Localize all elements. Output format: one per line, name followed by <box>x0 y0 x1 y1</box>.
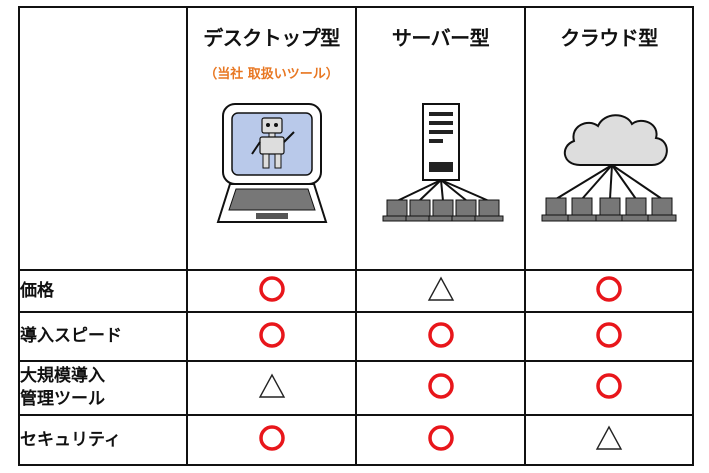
column-title: デスクトップ型 <box>203 26 340 50</box>
triangle-shape <box>258 373 285 398</box>
desktop-computer-robot-icon <box>216 103 328 223</box>
rating-mark: ○ <box>425 319 457 351</box>
triangle-shape <box>427 276 454 301</box>
circle-shape <box>596 321 622 348</box>
server-network-icon <box>382 103 504 222</box>
rating-mark: ○ <box>425 422 457 454</box>
table-row: 大規模導入 管理ツール △ ○ ○ <box>18 360 694 416</box>
circle-mark: ○ <box>596 276 622 302</box>
header-cloud: クラウド型 <box>524 6 694 271</box>
circle-shape <box>596 276 622 302</box>
row-label: 大規模導入 管理ツール <box>18 360 188 416</box>
rating-cell: ○ <box>524 269 694 313</box>
column-title: クラウド型 <box>560 26 658 50</box>
row-label: 価格 <box>18 269 188 313</box>
triangle-shape <box>595 425 623 450</box>
rating-mark: △ <box>593 422 625 454</box>
triangle-mark: △ <box>595 425 623 450</box>
rating-cell: ○ <box>186 269 357 313</box>
rating-mark: ○ <box>593 370 625 402</box>
rating-cell: ○ <box>355 360 526 416</box>
circle-mark: ○ <box>258 321 285 348</box>
rating-cell: ○ <box>186 414 357 466</box>
circle-shape <box>258 425 285 451</box>
circle-mark: ○ <box>258 276 285 302</box>
rating-cell: ○ <box>524 311 694 362</box>
rating-mark: ○ <box>593 319 625 351</box>
comparison-table: デスクトップ型 （当社 取扱いツール） サーバー型 <box>18 6 694 466</box>
cloud-network-icon <box>541 114 677 222</box>
circle-shape <box>258 321 285 348</box>
client-pcs <box>382 199 504 222</box>
row-label: セキュリティ <box>18 414 188 466</box>
rating-cell: △ <box>524 414 694 466</box>
rating-cell: ○ <box>355 414 526 466</box>
rating-mark: ○ <box>593 273 625 305</box>
header-row: デスクトップ型 （当社 取扱いツール） サーバー型 <box>18 6 694 271</box>
circle-shape <box>258 276 285 302</box>
rating-mark: △ <box>256 370 288 402</box>
rating-mark: ○ <box>425 370 457 402</box>
rating-cell: △ <box>355 269 526 313</box>
column-note: （当社 取扱いツール） <box>204 67 339 82</box>
column-title: サーバー型 <box>391 26 490 50</box>
header-desktop: デスクトップ型 （当社 取扱いツール） <box>186 6 357 271</box>
circle-mark: ○ <box>427 373 454 399</box>
rating-cell: △ <box>186 360 357 416</box>
circle-mark: ○ <box>427 425 454 451</box>
rating-mark: ○ <box>256 273 288 305</box>
circle-shape <box>427 321 454 348</box>
row-label: 導入スピード <box>18 311 188 362</box>
triangle-mark: △ <box>258 373 285 398</box>
rating-cell: ○ <box>186 311 357 362</box>
circle-mark: ○ <box>596 321 622 348</box>
table-row: セキュリティ ○ ○ △ <box>18 414 694 466</box>
triangle-mark: △ <box>427 276 454 301</box>
client-pcs <box>541 197 677 222</box>
table-row: 価格 ○ △ ○ <box>18 269 694 313</box>
circle-mark: ○ <box>596 373 622 399</box>
rating-cell: ○ <box>355 311 526 362</box>
header-server: サーバー型 <box>355 6 526 271</box>
rating-mark: ○ <box>256 422 288 454</box>
circle-shape <box>596 373 622 399</box>
rating-mark: ○ <box>256 319 288 351</box>
circle-shape <box>427 425 454 451</box>
table-row: 導入スピード ○ ○ ○ <box>18 311 694 362</box>
circle-shape <box>427 373 454 399</box>
header-empty-cell <box>18 6 188 271</box>
rating-mark: △ <box>425 273 457 305</box>
circle-mark: ○ <box>258 425 285 451</box>
circle-mark: ○ <box>427 321 454 348</box>
rating-cell: ○ <box>524 360 694 416</box>
